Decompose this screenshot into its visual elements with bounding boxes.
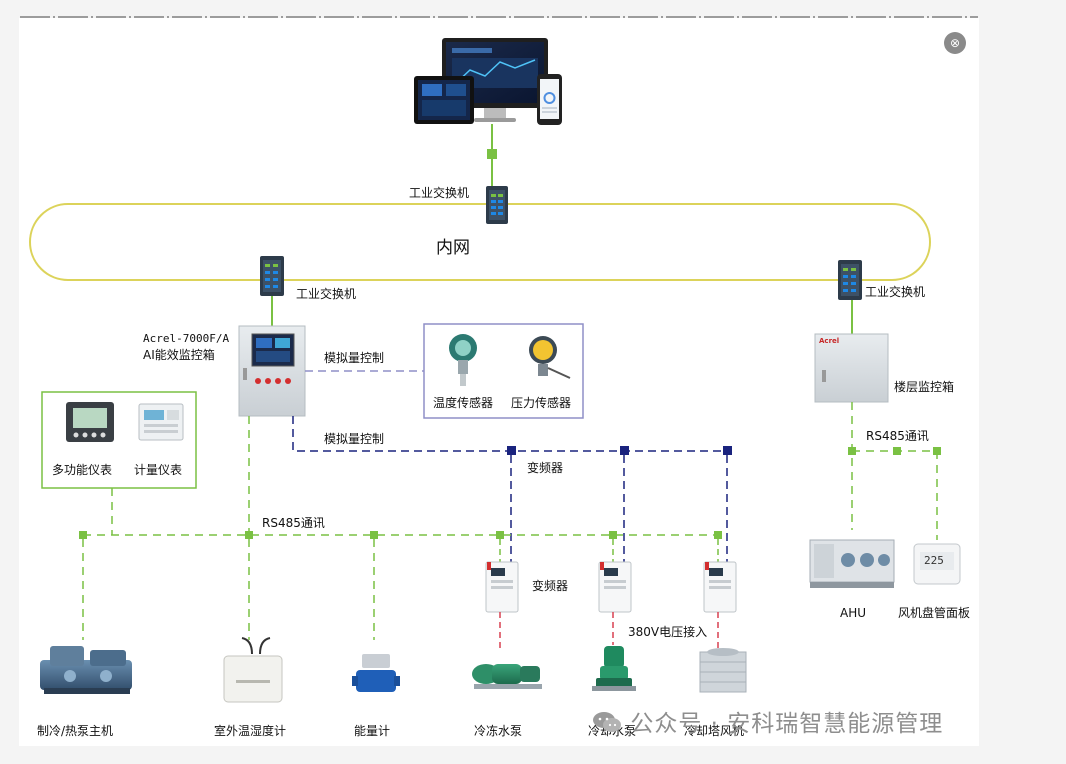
- node-vfd-2: [620, 446, 629, 455]
- label-floor-box: 楼层监控箱: [894, 380, 955, 394]
- ahu-icon: [809, 539, 895, 588]
- node-right-1: [848, 447, 856, 455]
- label-switch-right: 工业交换机: [865, 285, 926, 299]
- label-vfd-top: 变频器: [527, 461, 564, 475]
- label-chilled-pump: 冷冻水泵: [474, 724, 523, 738]
- label-ahu: AHU: [840, 606, 867, 620]
- node-bus-6: [714, 531, 722, 539]
- label-outdoor-th: 室外温湿度计: [214, 724, 287, 738]
- watermark: 公众号 · 安科瑞智慧能源管理: [592, 704, 943, 738]
- label-cooling-tower: 冷却塔风机: [684, 724, 745, 738]
- label-switch-left: 工业交换机: [296, 287, 357, 301]
- cooling-tower-icon: [699, 648, 747, 693]
- node-vfd-3: [723, 446, 732, 455]
- vfd-1-icon: [485, 561, 519, 613]
- switch-right-icon: [838, 260, 862, 300]
- switch-top-icon: [486, 186, 508, 224]
- chiller-icon: [40, 646, 132, 694]
- label-rs485-main: RS485通讯: [262, 516, 325, 530]
- label-energy-meter: 能量计: [354, 724, 391, 738]
- energy-meter-icon: [352, 654, 400, 692]
- node-vfd-1: [507, 446, 516, 455]
- node-bus-3: [370, 531, 378, 539]
- node-bus-5: [609, 531, 617, 539]
- brand-mark: Acrel: [819, 337, 840, 345]
- temperature-sensor-icon: [449, 334, 477, 386]
- node-right-2: [893, 447, 901, 455]
- metering-meter-icon: [138, 403, 184, 441]
- label-analog-ctrl-1: 模拟量控制: [324, 351, 385, 365]
- label-multi-meter: 多功能仪表: [52, 463, 113, 477]
- watermark-text: 公众号 · 安科瑞智慧能源管理: [630, 711, 944, 737]
- chilled-pump-icon: [472, 664, 542, 689]
- label-vfd-mid: 变频器: [532, 579, 569, 593]
- label-acrel-box: AI能效监控箱: [143, 348, 215, 362]
- node-monitor: [487, 149, 497, 159]
- node-bus-1: [79, 531, 87, 539]
- label-analog-ctrl-2: 模拟量控制: [324, 432, 385, 446]
- node-bus-4: [496, 531, 504, 539]
- switch-left-icon: [260, 256, 284, 296]
- multifunction-meter-icon: [66, 402, 114, 442]
- label-switch-top: 工业交换机: [409, 186, 470, 200]
- intranet-ring: [29, 203, 931, 281]
- node-bus-2: [245, 531, 253, 539]
- node-right-3: [933, 447, 941, 455]
- pressure-sensor-icon: [529, 336, 571, 379]
- label-rs485-right: RS485通讯: [866, 429, 929, 443]
- vfd-3-icon: [703, 561, 737, 613]
- close-icon: ⊗: [949, 36, 961, 50]
- floor-cabinet-icon: [814, 333, 889, 403]
- cooling-pump-icon: [592, 646, 636, 691]
- label-intranet: 内网: [436, 238, 470, 258]
- label-chiller: 制冷/热泵主机: [37, 724, 114, 738]
- label-acrel-model: Acrel-7000F/A: [143, 332, 230, 345]
- close-button[interactable]: ⊗: [944, 32, 966, 54]
- vfd-2-icon: [598, 561, 632, 613]
- label-temp-sensor: 温度传感器: [433, 396, 494, 410]
- label-voltage-in: 380V电压接入: [628, 625, 708, 639]
- wechat-icon: [592, 710, 622, 734]
- fcu-thermostat-icon: [913, 543, 961, 585]
- label-metering-meter: 计量仪表: [134, 463, 183, 477]
- monitor-devices-icon: [414, 38, 562, 125]
- outdoor-thermometer-icon: [223, 637, 283, 703]
- label-pressure-sensor: 压力传感器: [511, 396, 572, 410]
- acrel-cabinet-icon: [238, 325, 306, 417]
- label-fcu-panel: 风机盘管面板: [898, 606, 971, 620]
- thermostat-display: 225: [924, 554, 944, 567]
